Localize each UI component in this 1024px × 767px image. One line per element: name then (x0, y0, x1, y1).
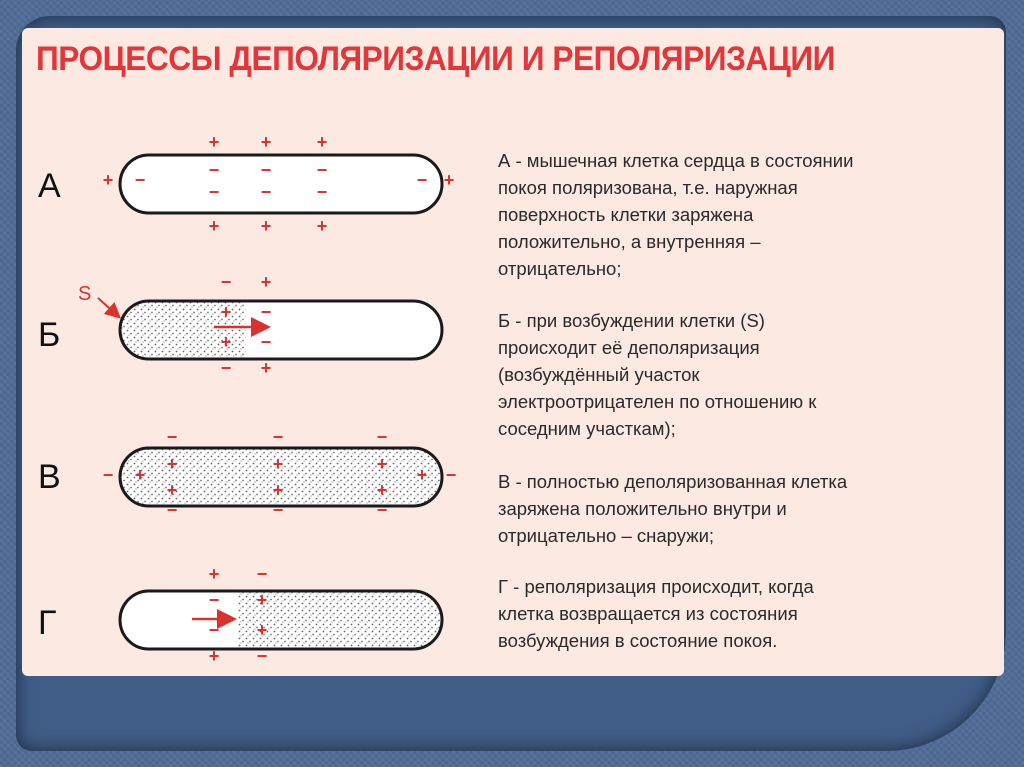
plus-sign: + (221, 302, 232, 322)
description-line: клетка возвращается из состояния (498, 600, 998, 627)
plus-sign: + (377, 454, 388, 474)
description-line: Б - при возбуждении клетки (S) (498, 307, 998, 334)
description-line: (возбуждённый участок (498, 361, 998, 388)
plus-sign: + (417, 465, 428, 485)
stimulus-arrow (98, 298, 118, 316)
plus-sign: + (273, 454, 284, 474)
description-g: Г - реполяризация происходит, когда клет… (498, 573, 998, 654)
minus-sign: − (209, 160, 220, 180)
plus-sign: + (273, 480, 284, 500)
description-line: электроотрицателен по отношению к (498, 388, 998, 415)
cell-b (118, 299, 442, 361)
description-a: А - мышечная клетка сердца в состоянии п… (498, 147, 998, 282)
minus-sign: − (377, 427, 388, 447)
minus-sign: − (209, 590, 220, 610)
plus-sign: + (317, 216, 328, 236)
description-line: А - мышечная клетка сердца в состоянии (498, 147, 998, 174)
minus-sign: − (261, 160, 272, 180)
plus-sign: + (209, 646, 220, 666)
cell-g (120, 589, 446, 651)
plus-sign: + (261, 216, 272, 236)
plus-sign: + (261, 272, 272, 292)
minus-sign: − (167, 427, 178, 447)
description-line: отрицательно – снаружи; (498, 522, 998, 549)
minus-sign: − (261, 182, 272, 202)
minus-sign: − (209, 182, 220, 202)
description-line: положительно, а внутренняя – (498, 228, 998, 255)
plus-sign: + (444, 170, 455, 190)
minus-sign: − (273, 427, 284, 447)
plus-sign: + (167, 454, 178, 474)
minus-sign: − (167, 500, 178, 520)
description-line: соседним участкам); (498, 415, 998, 442)
description-line: возбуждения в состояние покоя. (498, 627, 998, 654)
plus-sign: + (103, 170, 114, 190)
plus-sign: + (377, 480, 388, 500)
plus-sign: + (257, 590, 268, 610)
description-line: В - полностью деполяризованная клетка (498, 468, 998, 495)
plus-sign: + (257, 620, 268, 640)
description-line: заряжена положительно внутри и (498, 495, 998, 522)
minus-sign: − (261, 302, 272, 322)
minus-sign: − (446, 465, 457, 485)
description-v: В - полностью деполяризованная клетка за… (498, 468, 998, 549)
plus-sign: + (167, 480, 178, 500)
minus-sign: − (135, 170, 146, 190)
description-line: происходит её деполяризация (498, 334, 998, 361)
stimulus-label: S (78, 283, 91, 305)
minus-sign: − (221, 272, 232, 292)
description-line: поверхность клетки заряжена (498, 201, 998, 228)
description-line: покоя поляризована, т.е. наружная (498, 174, 998, 201)
minus-sign: − (417, 170, 428, 190)
minus-sign: − (221, 358, 232, 378)
minus-sign: − (317, 182, 328, 202)
description-line: отрицательно; (498, 255, 998, 282)
minus-sign: − (257, 564, 268, 584)
minus-sign: − (257, 646, 268, 666)
plus-sign: + (209, 564, 220, 584)
description-b: Б - при возбуждении клетки (S) происходи… (498, 307, 998, 442)
minus-sign: − (209, 620, 220, 640)
minus-sign: − (103, 465, 114, 485)
minus-sign: − (261, 332, 272, 352)
cell-a (120, 155, 442, 213)
description-line: Г - реполяризация происходит, когда (498, 573, 998, 600)
plus-sign: + (209, 216, 220, 236)
plus-sign: + (209, 132, 220, 152)
plus-sign: + (261, 132, 272, 152)
minus-sign: − (273, 500, 284, 520)
minus-sign: − (377, 500, 388, 520)
plus-sign: + (261, 358, 272, 378)
plus-sign: + (317, 132, 328, 152)
minus-sign: − (317, 160, 328, 180)
plus-sign: + (135, 465, 146, 485)
plus-sign: + (221, 332, 232, 352)
